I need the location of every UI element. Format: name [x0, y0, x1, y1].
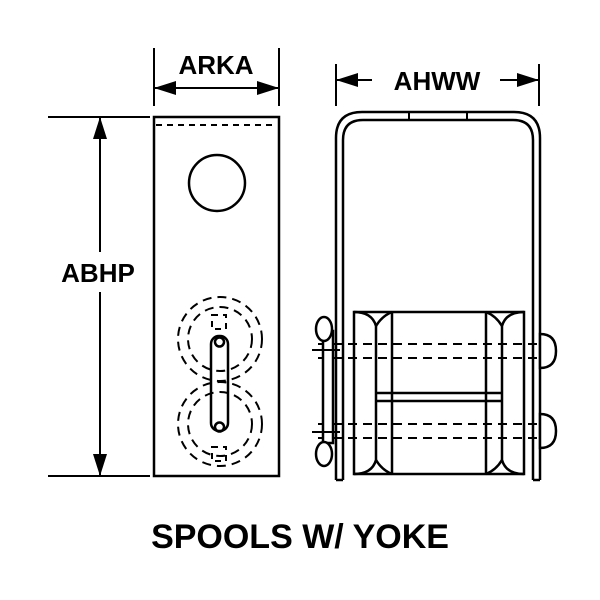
mounting-hole — [187, 153, 247, 213]
drawing-caption: SPOOLS W/ YOKE — [151, 518, 449, 556]
yoke-plate — [152, 115, 281, 478]
abhp-dimension: ABHP — [48, 116, 150, 477]
right-nuts — [538, 332, 558, 450]
lower-hidden-spool — [177, 381, 263, 467]
spool-body — [352, 310, 526, 476]
side-view — [152, 115, 281, 478]
arka-label: ARKA — [178, 50, 253, 80]
front-view — [312, 110, 558, 482]
abhp-label: ABHP — [61, 258, 135, 288]
yoke-frame — [334, 110, 542, 482]
arka-dimension: ARKA — [153, 48, 280, 106]
link-bar — [209, 334, 230, 433]
upper-hidden-spool — [177, 296, 263, 382]
ahww-label: AHWW — [394, 66, 481, 96]
ahww-dimension: AHWW — [335, 64, 540, 106]
left-link — [312, 315, 340, 468]
